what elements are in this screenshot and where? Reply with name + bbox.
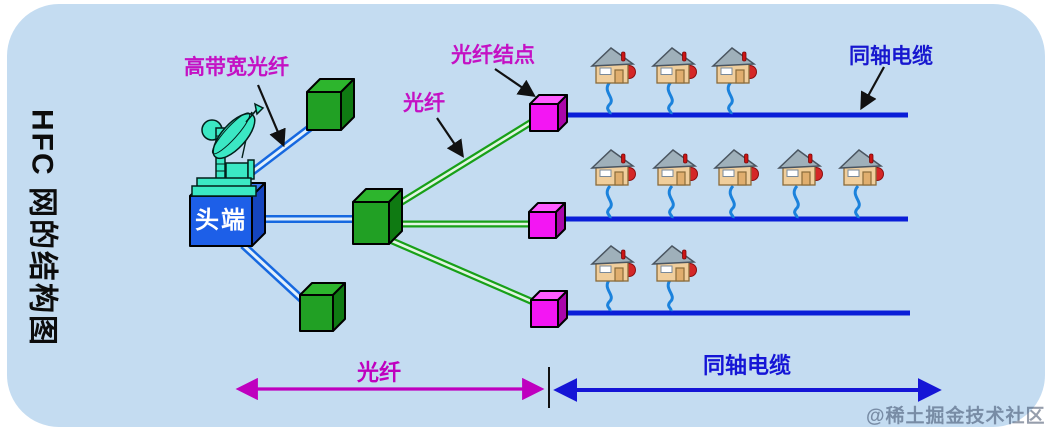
annotation-arrow (436, 117, 464, 158)
optical-splitter-box (306, 78, 355, 131)
drop-cable-line (726, 80, 734, 116)
coax-span-label: 同轴电缆 (703, 353, 792, 378)
drop-cable-line (728, 184, 736, 220)
label-fiber-node: 光纤结点 (451, 44, 535, 67)
house-icon (591, 47, 637, 84)
span-indicators (235, 367, 942, 408)
fiber-node-box (529, 94, 568, 132)
fiber-node-boxes (528, 94, 568, 328)
drop-cable-line (605, 277, 613, 313)
fiber-branch-line (390, 115, 540, 211)
fiber-trunk-line (249, 120, 318, 176)
drop-cable-line (667, 184, 675, 220)
diagram-title: HFC 网的结构图 (25, 109, 59, 347)
fiber-branch-line (388, 236, 542, 309)
house-icon (652, 245, 698, 282)
fiber-node-box (528, 202, 566, 239)
label-coaxial-cable: 同轴电缆 (849, 45, 933, 68)
watermark: @稀土掘金技术社区 (866, 406, 1046, 427)
drop-cable-line (853, 184, 861, 220)
house-icon (714, 149, 760, 186)
coax-cables (552, 112, 910, 316)
diagram-background (7, 4, 1045, 427)
annotation-arrow (494, 68, 536, 97)
label-high-bandwidth-fiber: 高带宽光纤 (184, 56, 289, 79)
drop-cable-line (792, 184, 800, 220)
house-icon (839, 149, 885, 186)
house-icon (591, 245, 637, 282)
drop-cable-line (666, 80, 674, 116)
house-icon (653, 149, 699, 186)
drop-cable-line (666, 277, 674, 313)
optical-splitter-box (352, 188, 403, 245)
headend-label: 头端 (195, 206, 247, 234)
fiber-trunk-line (240, 242, 311, 308)
annotation-arrow (256, 84, 286, 148)
annotation-arrow (860, 66, 885, 111)
label-fiber: 光纤 (403, 92, 445, 115)
optical-splitter-boxes (299, 78, 403, 332)
satellite-dish-icon (191, 102, 265, 197)
drop-cable-line (605, 184, 613, 220)
fiber-node-box (530, 290, 568, 328)
house-icon (778, 149, 824, 186)
drop-cable-line (605, 80, 613, 116)
annotation-arrows (256, 66, 885, 158)
house-icon (591, 149, 637, 186)
fiber-branch-lines (388, 115, 542, 309)
house-icon (652, 47, 698, 84)
fiber-trunk-lines (240, 120, 360, 308)
fiber-span-label: 光纤 (357, 360, 402, 385)
optical-splitter-box (299, 282, 346, 332)
houses (591, 47, 885, 282)
house-icon (712, 47, 758, 84)
